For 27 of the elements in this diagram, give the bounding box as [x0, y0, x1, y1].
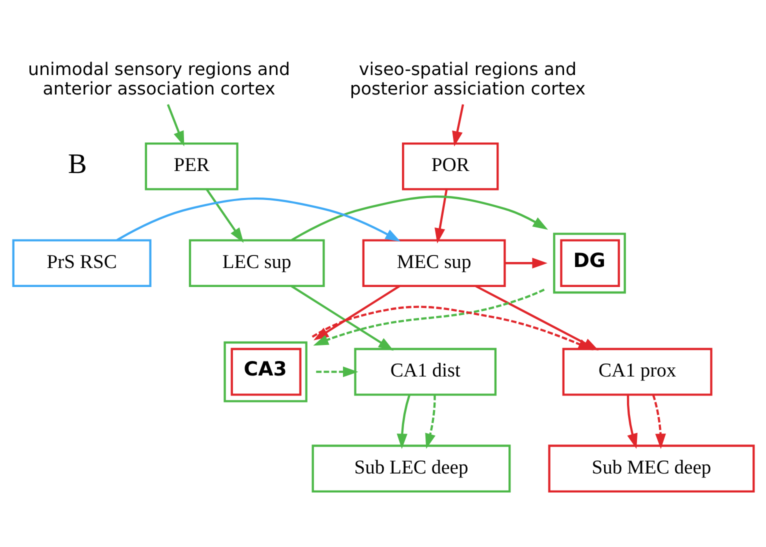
arrow	[116, 196, 400, 242]
arrow	[434, 188, 448, 243]
node-box: PER	[144, 142, 238, 190]
arrow	[205, 188, 244, 242]
arrow	[396, 394, 410, 448]
arrow	[652, 394, 666, 448]
node-text: unimodal sensory regions and anterior association cortex	[27, 59, 290, 99]
arrow	[626, 394, 637, 448]
node-box: LEC sup	[188, 238, 324, 287]
node-box: POR	[401, 142, 498, 190]
arrow	[316, 366, 358, 377]
arrow	[290, 284, 394, 350]
node-text: viseo-spatial regions and posterior assiciation cortex	[349, 59, 586, 99]
node-box: Sub LEC deep	[311, 444, 510, 492]
node-box: CA1 prox	[562, 347, 712, 396]
node-box: Sub MEC deep	[548, 444, 754, 492]
arrow	[424, 394, 436, 448]
label: B	[68, 148, 86, 180]
arrow	[166, 104, 184, 146]
node-box: CA3	[223, 340, 307, 402]
node-box: MEC sup	[362, 238, 506, 287]
node-box: PrS RSC	[12, 238, 151, 287]
node-box: CA1 dist	[354, 347, 496, 396]
arrow	[504, 257, 547, 268]
node-box: DG	[552, 232, 626, 294]
arrow	[452, 104, 464, 146]
arrow	[290, 195, 548, 240]
